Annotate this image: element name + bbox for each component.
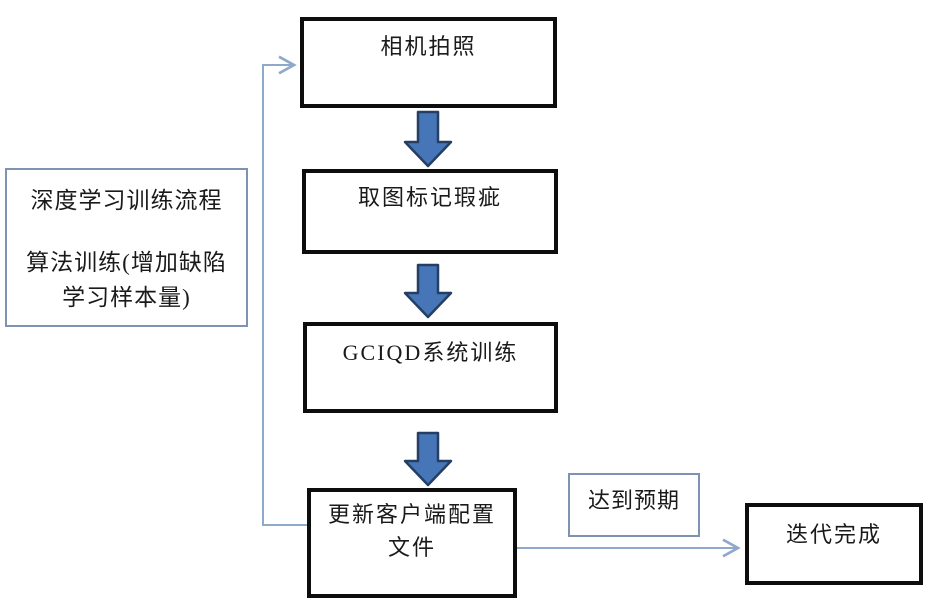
down-arrow-1 bbox=[403, 110, 453, 168]
down-arrow-2 bbox=[403, 263, 453, 319]
panel-subtitle-line2: 学习样本量) bbox=[62, 285, 191, 310]
label-expectation-met: 达到预期 bbox=[568, 473, 700, 537]
node-iteration-done-label: 迭代完成 bbox=[785, 522, 882, 547]
panel-title: 深度学习训练流程 bbox=[30, 188, 223, 213]
node-system-training: GCIQD系统训练 bbox=[303, 322, 558, 413]
node-camera-capture: 相机拍照 bbox=[300, 17, 557, 108]
feedback-connector bbox=[262, 55, 307, 526]
node-update-config-label-line1: 更新客户端配置 bbox=[327, 502, 496, 527]
node-update-config: 更新客户端配置 文件 bbox=[307, 488, 517, 598]
label-expectation-met-text: 达到预期 bbox=[587, 488, 680, 513]
node-iteration-done: 迭代完成 bbox=[745, 503, 923, 585]
node-camera-capture-label: 相机拍照 bbox=[380, 34, 477, 59]
panel-training-process: 深度学习训练流程 算法训练(增加缺陷 学习样本量) bbox=[5, 168, 248, 327]
node-update-config-label-line2: 文件 bbox=[387, 535, 436, 560]
node-mark-defects: 取图标记瑕疵 bbox=[302, 169, 558, 254]
down-arrow-3 bbox=[403, 431, 453, 487]
panel-subtitle-line1: 算法训练(增加缺陷 bbox=[26, 250, 227, 275]
node-mark-defects-label: 取图标记瑕疵 bbox=[357, 185, 502, 210]
node-system-training-label: GCIQD系统训练 bbox=[342, 340, 519, 365]
